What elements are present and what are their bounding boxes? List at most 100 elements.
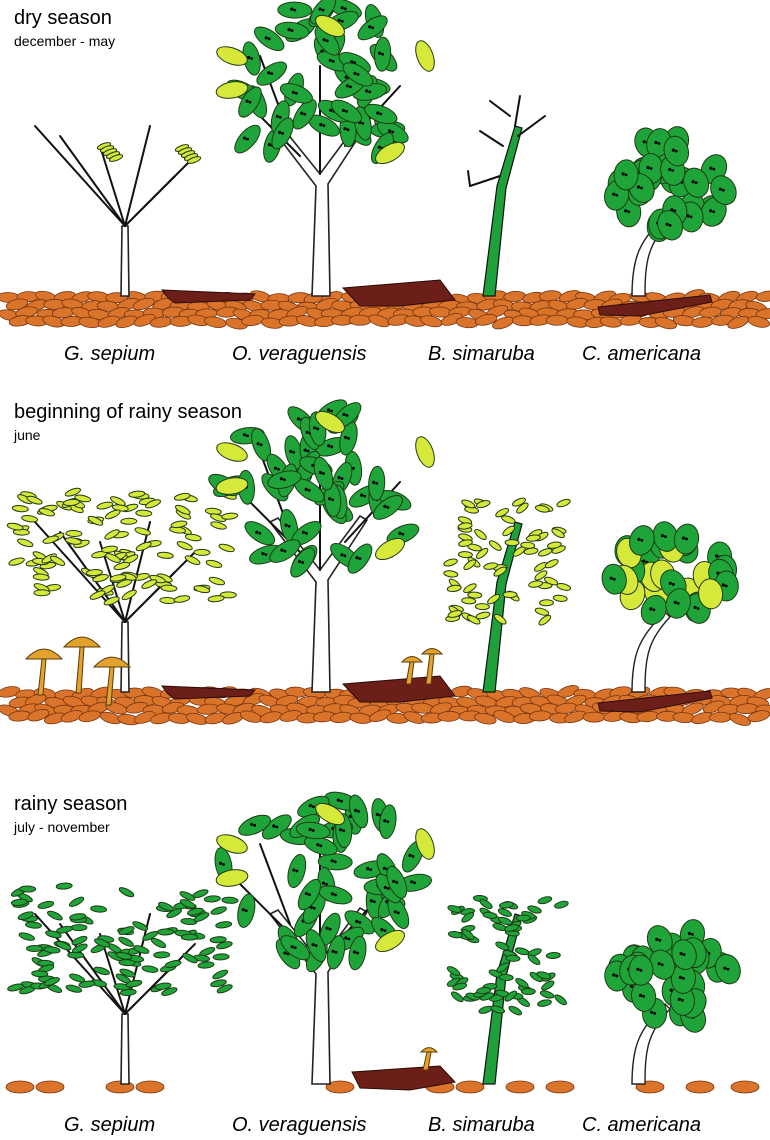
leaf-spot xyxy=(250,823,253,826)
leaf-spot xyxy=(325,883,328,886)
leaf xyxy=(443,558,458,568)
tree-b-simaruba xyxy=(468,96,545,296)
leaf-spot xyxy=(334,894,337,897)
leaf-spot xyxy=(316,427,319,430)
leaf-spot xyxy=(368,91,371,94)
leaf-spot xyxy=(329,59,332,62)
leaf xyxy=(538,547,553,557)
leaf-spot xyxy=(291,29,294,32)
leaf-spot xyxy=(313,907,316,910)
leaf-spot xyxy=(313,426,316,429)
leaf-spot xyxy=(380,928,383,931)
leaf-spot xyxy=(666,223,669,226)
leaf-spot xyxy=(672,583,675,586)
leaf-spot xyxy=(352,467,355,470)
label-o-veraguensis-bottom: O. veraguensis xyxy=(232,1114,367,1136)
leaf xyxy=(118,935,135,948)
leaf-spot xyxy=(344,554,347,557)
leaf-spot xyxy=(370,899,373,902)
leaf-spot xyxy=(258,532,261,535)
leaf-spot xyxy=(345,110,348,113)
leaf-spot xyxy=(681,999,684,1002)
litter-leaf xyxy=(731,1081,759,1093)
leaf-spot xyxy=(709,167,712,170)
leaf-spot xyxy=(355,920,358,923)
leaf xyxy=(508,1005,523,1017)
litter-leaf xyxy=(136,1081,164,1093)
leaf-spot xyxy=(343,127,346,130)
leaf-spot xyxy=(293,9,296,12)
leaf xyxy=(96,501,113,510)
leaf-spot xyxy=(283,478,286,481)
leaf-spot xyxy=(335,951,338,954)
leaf-spot xyxy=(637,185,640,188)
litter-leaf xyxy=(456,1081,484,1093)
label-g-sepium-bottom: G. sepium xyxy=(64,1114,155,1136)
leaf-spot xyxy=(330,410,333,413)
leaf-spot xyxy=(344,436,347,439)
leaf-spot xyxy=(675,150,678,153)
leaf-spot xyxy=(641,539,644,542)
leaf-spot xyxy=(402,533,405,536)
leaf-spot xyxy=(265,553,268,556)
leaf-spot xyxy=(246,138,249,141)
leaf-spot xyxy=(715,554,718,557)
leaf-spot xyxy=(279,116,282,119)
leaf-spot xyxy=(640,187,643,190)
leaf-spot xyxy=(366,867,369,870)
leaf xyxy=(21,514,38,522)
litter-leaf xyxy=(686,1081,714,1093)
mushroom-cap xyxy=(64,637,100,647)
leaf-spot xyxy=(276,115,279,118)
leaf xyxy=(443,570,458,578)
litter-leaf xyxy=(709,712,731,723)
leaf xyxy=(25,921,41,928)
leaf-spot xyxy=(358,921,361,924)
leaf-spot xyxy=(394,910,397,913)
leaf-spot xyxy=(255,531,258,534)
leaf-spot xyxy=(283,951,286,954)
leaf-spot xyxy=(690,216,693,219)
tree-c-americana xyxy=(600,519,740,692)
leaf xyxy=(412,434,438,470)
leaf-spot xyxy=(709,209,712,212)
leaf-spot xyxy=(342,829,345,832)
leaf-spot xyxy=(308,893,311,896)
leaf-spot xyxy=(334,860,337,863)
leaf-spot xyxy=(408,854,411,857)
leaf xyxy=(136,510,152,517)
leaf xyxy=(87,515,104,527)
leaf-spot xyxy=(347,128,350,131)
tree-b-simaruba xyxy=(446,895,569,1084)
leaf-spot xyxy=(363,495,366,498)
panel-3-rainy-season xyxy=(6,789,759,1093)
leaf xyxy=(142,965,159,973)
trunk xyxy=(121,1014,129,1084)
leaf-spot xyxy=(312,829,315,832)
leaf xyxy=(447,609,462,618)
leaf-spot xyxy=(249,101,252,104)
leaf-spot xyxy=(722,583,725,586)
leaf xyxy=(210,905,227,915)
leaf-spot xyxy=(305,892,308,895)
leaf xyxy=(505,539,519,545)
leaf-spot xyxy=(330,445,333,448)
leaf-spot xyxy=(294,946,297,949)
litter-leaf xyxy=(36,1081,64,1093)
leaf xyxy=(90,905,107,913)
leaf xyxy=(448,931,463,939)
leaf-spot xyxy=(387,506,390,509)
branch xyxy=(468,171,470,186)
leaf xyxy=(132,920,149,932)
panel-1-title: dry season xyxy=(14,7,112,29)
leaf-spot xyxy=(275,826,278,829)
leaf-spot xyxy=(319,844,322,847)
mushroom-stem xyxy=(106,667,114,705)
label-g-sepium: G. sepium xyxy=(64,343,155,365)
leaf-spot xyxy=(308,489,311,492)
leaf-spot xyxy=(674,601,677,604)
leaf xyxy=(32,970,48,977)
leaf-spot xyxy=(219,862,222,865)
leaf xyxy=(458,551,472,558)
panel-1-dry-season xyxy=(0,0,770,331)
